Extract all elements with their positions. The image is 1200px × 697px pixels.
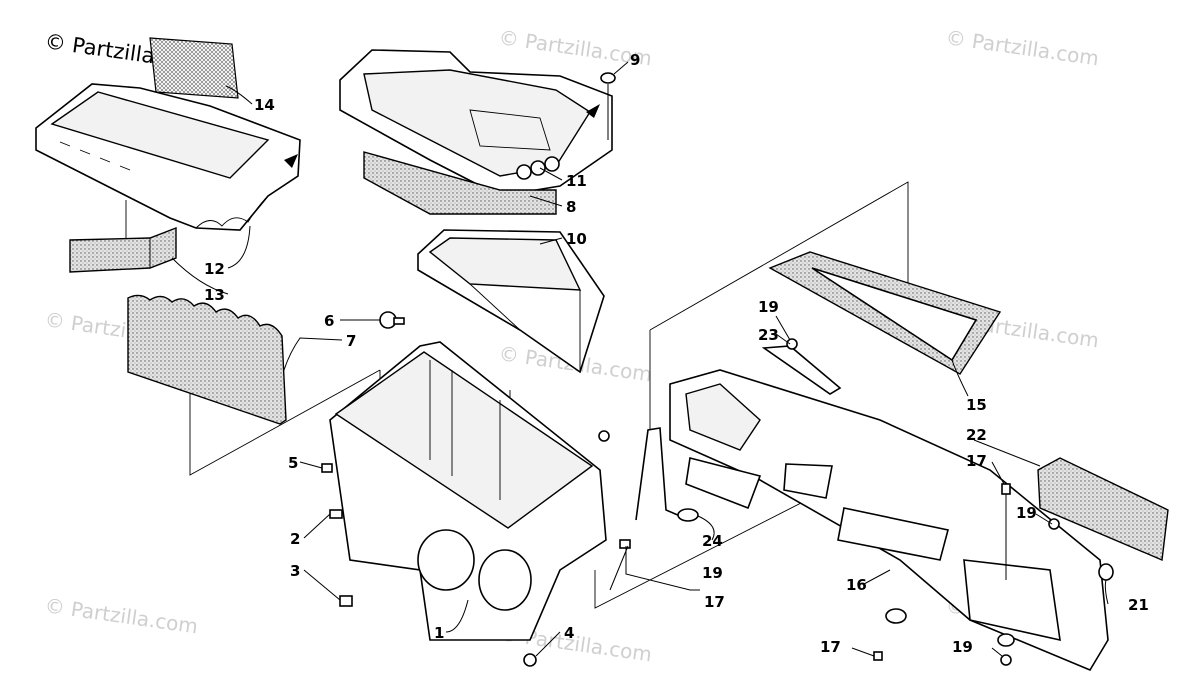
part-19-nut <box>1048 518 1060 530</box>
hardware-right <box>786 338 1114 666</box>
watermark: © Partzilla.com <box>43 593 199 638</box>
callout-8: 8 <box>566 198 576 216</box>
part-11-tray <box>339 49 613 197</box>
callout-7: 7 <box>346 332 356 350</box>
part-19-nut <box>786 338 798 350</box>
part-14-screen <box>149 37 239 99</box>
part-15-gasket <box>768 251 1002 375</box>
callout-23: 23 <box>758 326 779 344</box>
part-2-screw <box>329 509 343 519</box>
part-18-screw <box>619 539 631 549</box>
arrow-marker <box>586 104 600 118</box>
callout-6: 6 <box>324 312 334 330</box>
callout-10: 10 <box>566 230 587 248</box>
callout-17: 17 <box>820 638 841 656</box>
callout-17: 17 <box>966 452 987 470</box>
part-17-screw <box>873 651 883 661</box>
part-12-lid <box>35 83 301 231</box>
part-20-rod <box>635 427 681 521</box>
part-6-bolt <box>379 311 405 329</box>
callout-19: 19 <box>758 298 779 316</box>
part-17-screw <box>1001 483 1011 495</box>
callout-19: 19 <box>952 638 973 656</box>
callouts: 14 9 11 8 10 12 13 6 7 5 2 3 1 4 17 19 2… <box>204 51 1149 656</box>
part-9-pin <box>600 72 616 140</box>
watermark: © Partzilla.com <box>944 25 1100 70</box>
part-3-clip <box>339 595 353 607</box>
part-8-foam-sheet <box>363 151 557 215</box>
callout-12: 12 <box>204 260 225 278</box>
callout-1: 1 <box>434 624 444 642</box>
part-washer <box>885 608 907 624</box>
callout-20: 19 <box>702 564 723 582</box>
callout-24: 24 <box>702 532 723 550</box>
part-24-grommet <box>677 508 699 522</box>
callout-21: 21 <box>1128 596 1149 614</box>
callout-22: 22 <box>966 426 987 444</box>
callout-11: 11 <box>566 172 587 190</box>
part-21-plug <box>1098 563 1114 581</box>
callout-14: 14 <box>254 96 275 114</box>
callout-16: 16 <box>846 576 867 594</box>
callout-13: 13 <box>204 286 225 304</box>
part-7-foam-strip <box>127 294 287 425</box>
callout-19: 19 <box>1016 504 1037 522</box>
callout-4: 4 <box>564 624 574 642</box>
callout-15: 15 <box>966 396 987 414</box>
arrow-marker <box>284 154 298 168</box>
callout-3: 3 <box>290 562 300 580</box>
part-19-nut <box>1000 654 1012 666</box>
callout-9: 9 <box>630 51 640 69</box>
part-1-airbox <box>329 341 610 641</box>
callout-5: 5 <box>288 454 298 472</box>
part-4-plug <box>523 653 537 667</box>
callout-2: 2 <box>290 530 300 548</box>
part-13-foam-block <box>69 226 177 273</box>
hardware <box>321 427 699 667</box>
part-16-console <box>669 369 1109 672</box>
part-10-filter-housing <box>417 229 605 374</box>
leader-lines <box>171 61 1109 657</box>
part-5-clip <box>321 463 333 473</box>
part-23-bracket <box>761 345 842 395</box>
callout-18: 17 <box>704 593 725 611</box>
part-washer <box>997 633 1015 647</box>
part-22-foam-block <box>1037 457 1169 562</box>
